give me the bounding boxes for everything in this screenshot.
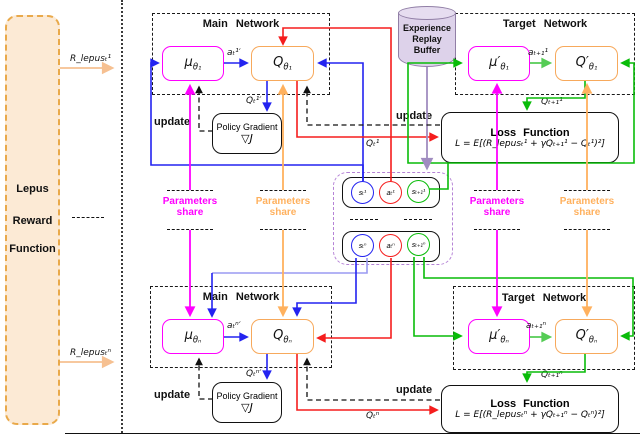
samples-ellipsis bbox=[404, 219, 432, 220]
target-critic-q-n: Q′θₙ bbox=[555, 319, 618, 354]
target-network-n-title: Target Network bbox=[501, 292, 587, 304]
buffer-cylinder-top bbox=[398, 6, 456, 20]
target-network-1-title: Target Network bbox=[502, 18, 588, 30]
loss-function-n-formula: L = E[(R_lepusₜⁿ + γQₜ₊₁ⁿ − Qₜⁿ)²] bbox=[455, 410, 605, 420]
target-actor-mu-n-sub: θₙ bbox=[500, 335, 509, 346]
buffer-label: Experience bbox=[402, 23, 452, 33]
target-critic-q-n-label: Q′ bbox=[575, 327, 589, 343]
critic-q-1: Qθ₁ bbox=[251, 46, 314, 81]
critic-q-1-label: Q bbox=[273, 54, 284, 70]
policy-gradient-1: Policy Gradient ▽J bbox=[212, 113, 282, 154]
loss-function-1-title: Loss Function bbox=[490, 126, 570, 139]
stub bbox=[260, 190, 306, 191]
main-network-1-title: Main Network bbox=[202, 18, 280, 30]
action-circle-n: aₜⁿ bbox=[379, 234, 402, 257]
params-share-critic-right: Parameters share bbox=[557, 196, 617, 218]
separator-dotted-line bbox=[121, 0, 123, 433]
reward-box-label: Function bbox=[9, 243, 56, 255]
action-circle-1: aₜ¹ bbox=[379, 181, 402, 204]
main-network-n-title: Main Network bbox=[202, 291, 280, 303]
target-critic-q-1-sub: θ₁ bbox=[588, 62, 598, 73]
minibatch-container bbox=[333, 172, 453, 265]
q-out-label-n: Qₜⁿ bbox=[366, 411, 380, 421]
critic-q-n-label: Q bbox=[273, 327, 284, 343]
params-share-line: Parameters bbox=[162, 196, 218, 207]
params-share-line: share bbox=[483, 207, 511, 218]
reward-box-label: Reward bbox=[12, 215, 53, 227]
params-share-line: share bbox=[176, 207, 204, 218]
update-label-critic-1: update bbox=[396, 110, 433, 122]
loss-function-n-title: Loss Function bbox=[490, 398, 570, 410]
target-critic-q-1-label: Q′ bbox=[575, 54, 589, 70]
figure-bottom-edge bbox=[65, 433, 640, 434]
actor-mu-n-sub: θₙ bbox=[192, 335, 202, 346]
target-actor-mu-1-sub: θ₁ bbox=[500, 62, 509, 73]
update-label-critic-n: update bbox=[396, 384, 433, 396]
policy-gradient-1-label: Policy Gradient bbox=[216, 122, 278, 132]
params-share-critic-left: Parameters share bbox=[253, 196, 313, 218]
action-label-n: aₜⁿ′ bbox=[227, 321, 241, 331]
target-actor-mu-1: μ′θ₁ bbox=[468, 46, 530, 81]
params-share-line: share bbox=[573, 207, 601, 218]
params-share-line: Parameters bbox=[559, 196, 615, 207]
stub bbox=[260, 229, 306, 230]
target-actor-mu-n: μ′θₙ bbox=[468, 319, 530, 354]
next-state-circle-1: sₜ₊₁¹ bbox=[407, 180, 430, 203]
actor-mu-1: μθ₁ bbox=[162, 46, 224, 81]
params-share-actor-right: Parameters share bbox=[467, 196, 527, 218]
agents-ellipsis-left bbox=[72, 217, 104, 218]
update-label-actor-n: update bbox=[154, 389, 191, 401]
reward-signal-label-agent1: R_lepusₜ¹ bbox=[70, 54, 112, 64]
buffer-label: Replay bbox=[412, 34, 442, 44]
buffer-label: Buffer bbox=[413, 45, 441, 55]
actor-mu-1-sub: θ₁ bbox=[192, 62, 202, 73]
critic-q-n-sub: θₙ bbox=[283, 335, 292, 346]
target-action-label-n: aₜ₊₁ⁿ bbox=[526, 321, 547, 331]
next-state-circle-n: sₜ₊₁ⁿ bbox=[407, 233, 430, 256]
nabla-j-n: ▽J bbox=[241, 401, 253, 414]
loss-function-n: Loss Function L = E[(R_lepusₜⁿ + γQₜ₊₁ⁿ … bbox=[441, 385, 619, 433]
lepus-reward-function-box bbox=[5, 15, 60, 425]
params-share-line: Parameters bbox=[469, 196, 525, 207]
action-label-1: aₜ¹′ bbox=[227, 48, 241, 58]
experience-replay-buffer: Experience Replay Buffer bbox=[398, 6, 456, 67]
target-critic-q-1: Q′θ₁ bbox=[555, 46, 618, 81]
reward-box-label: Lepus bbox=[16, 183, 49, 195]
target-critic-q-n-sub: θₙ bbox=[588, 335, 598, 346]
buffer-cylinder-body bbox=[398, 13, 456, 67]
q-next-label-1: Qₜ₊₁¹ bbox=[541, 97, 563, 107]
actor-mu-1-label: μ bbox=[184, 54, 193, 70]
loss-function-1: Loss Function L = E[(R_lepusₜ¹ + γQₜ₊₁¹ … bbox=[441, 112, 619, 163]
q-to-pg-label-1: Qₜ¹′ bbox=[246, 96, 262, 106]
q-out-label-1: Qₜ¹ bbox=[366, 139, 380, 149]
reward-signal-label-agentn: R_lepusₜⁿ bbox=[70, 348, 112, 358]
q-next-label-n: Qₜ₊₁ⁿ bbox=[541, 370, 563, 380]
nabla-j-1: ▽J bbox=[241, 132, 253, 145]
samples-ellipsis bbox=[350, 219, 378, 220]
target-action-label-1: aₜ₊₁¹ bbox=[528, 48, 549, 58]
actor-mu-n: μθₙ bbox=[162, 319, 224, 354]
stub bbox=[564, 190, 610, 191]
target-actor-mu-n-label: μ′ bbox=[489, 327, 501, 343]
state-circle-n: sₜⁿ bbox=[351, 234, 374, 257]
stub bbox=[474, 229, 520, 230]
stub bbox=[167, 190, 213, 191]
critic-q-n: Qθₙ bbox=[251, 319, 314, 354]
stub bbox=[564, 229, 610, 230]
params-share-line: Parameters bbox=[255, 196, 311, 207]
state-circle-1: sₜ¹ bbox=[351, 181, 374, 204]
params-share-actor-left: Parameters share bbox=[160, 196, 220, 218]
loss-function-1-formula: L = E[(R_lepusₜ¹ + γQₜ₊₁¹ − Qₜ¹)²] bbox=[455, 138, 605, 149]
params-share-line: share bbox=[269, 207, 297, 218]
q-to-pg-label-n: Qₜⁿ′ bbox=[246, 369, 262, 379]
stub bbox=[167, 229, 213, 230]
policy-gradient-n-label: Policy Gradient bbox=[216, 391, 278, 401]
critic-q-1-sub: θ₁ bbox=[283, 62, 292, 73]
target-actor-mu-1-label: μ′ bbox=[489, 54, 501, 70]
update-label-actor-1: update bbox=[154, 116, 191, 128]
stub bbox=[474, 190, 520, 191]
actor-mu-n-label: μ bbox=[184, 327, 193, 343]
policy-gradient-n: Policy Gradient ▽J bbox=[212, 382, 282, 423]
